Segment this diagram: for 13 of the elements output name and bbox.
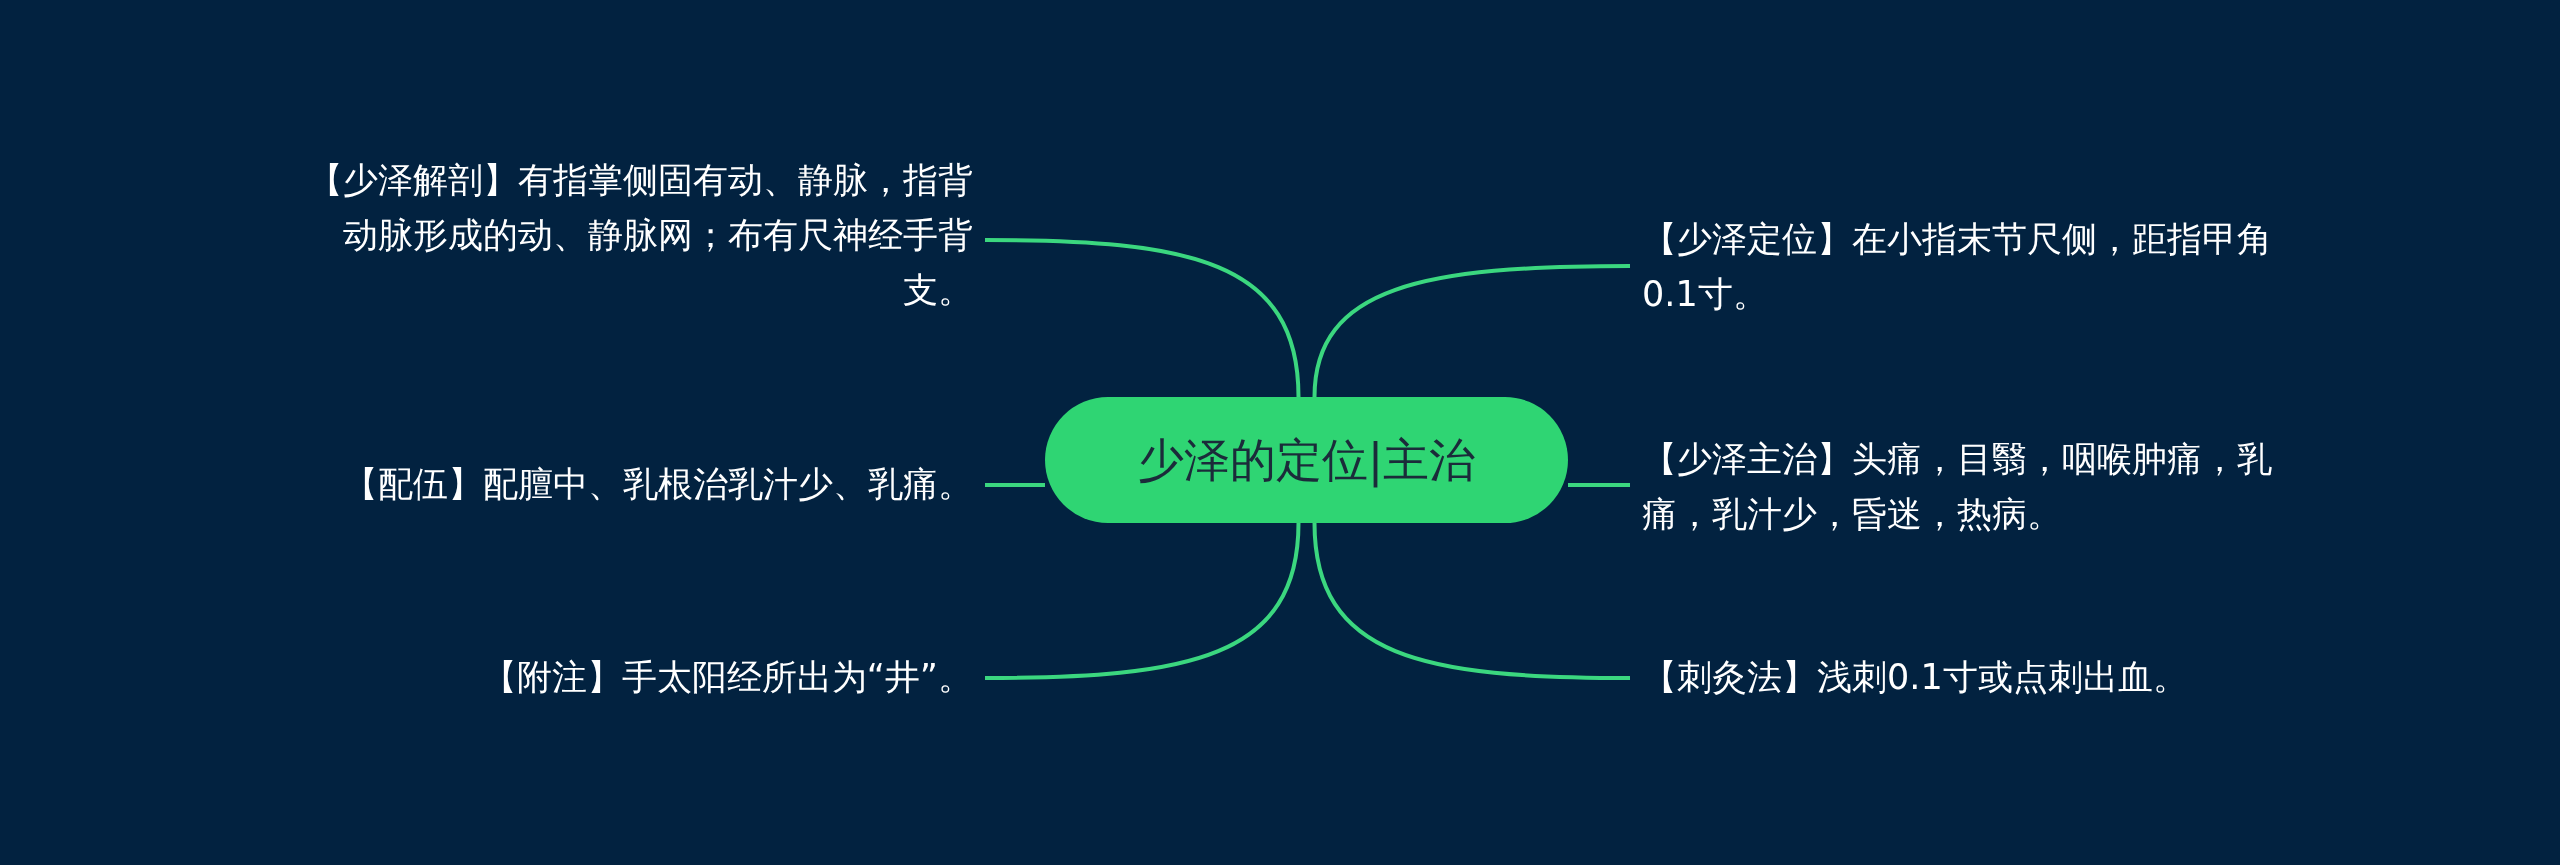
branch-text: 【少泽定位】在小指末节尺侧，距指甲角0.1寸。 (1630, 212, 2310, 327)
branch-text: 【附注】手太阳经所出为“井”。 (300, 650, 985, 710)
connector-line (985, 483, 1045, 487)
connector-line (985, 238, 1301, 398)
central-topic: 少泽的定位|主治 (1045, 397, 1568, 523)
branch-text: 【少泽主治】头痛，目翳，咽喉肿痛，乳痛，乳汁少，昏迷，热病。 (1630, 432, 2310, 547)
branch-text: 【刺灸法】浅刺0.1寸或点刺出血。 (1630, 650, 2310, 710)
connector-line (1312, 522, 1630, 680)
connector-line (985, 522, 1301, 680)
connector-line (1312, 264, 1630, 398)
connector-line (1568, 483, 1630, 487)
branch-text: 【少泽解剖】有指掌侧固有动、静脉，指背动脉形成的动、静脉网；布有尺神经手背支。 (300, 153, 985, 323)
branch-text: 【配伍】配膻中、乳根治乳汁少、乳痛。 (300, 457, 985, 517)
